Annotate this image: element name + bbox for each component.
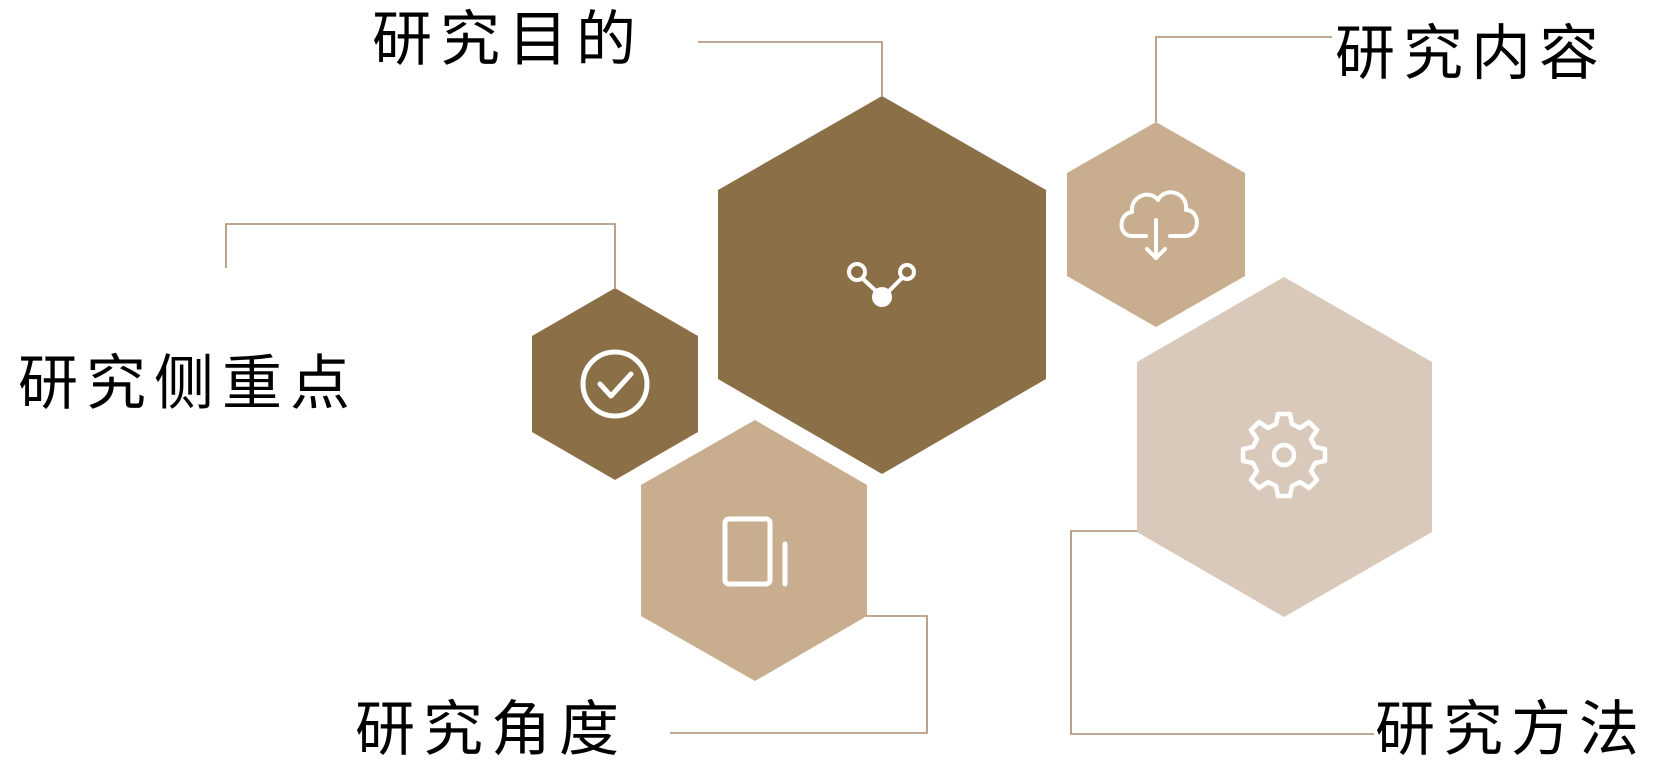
label-content: 研究内容	[1335, 19, 1607, 89]
label-purpose: 研究目的	[372, 5, 644, 75]
connector-focus	[225, 223, 616, 288]
connector-purpose	[698, 41, 883, 96]
share-nodes-icon	[847, 262, 916, 307]
hexagon-angle	[641, 420, 867, 681]
connector-angle	[670, 615, 928, 734]
hexagon-purpose	[718, 96, 1046, 474]
cloud-download-icon	[1119, 190, 1199, 260]
connector-method	[1070, 530, 1374, 735]
label-focus: 研究侧重点	[18, 349, 358, 419]
tablet-icon	[722, 516, 788, 587]
connector-content	[1155, 36, 1332, 122]
check-circle-icon	[580, 349, 650, 419]
label-angle: 研究角度	[355, 695, 627, 765]
gear-icon	[1240, 411, 1328, 499]
label-method: 研究方法	[1375, 695, 1647, 765]
hexagon-focus	[532, 288, 698, 480]
